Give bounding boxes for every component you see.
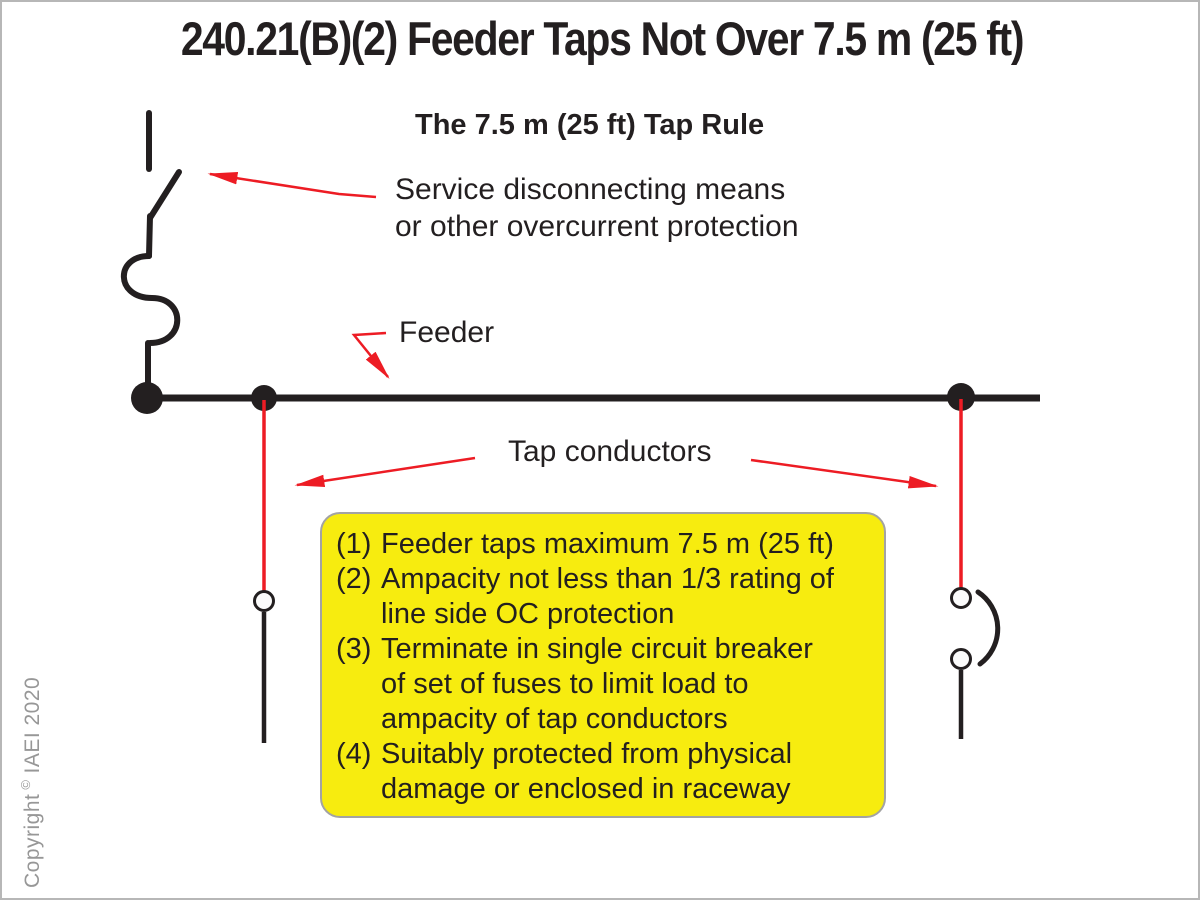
service-disconnect-symbol: [120, 110, 182, 401]
copyright-notice: Copyright © IAEI 2020: [18, 677, 45, 888]
tap-terminal-circle-left: [253, 590, 275, 612]
note-text: Terminate in single circuit breaker: [381, 633, 813, 665]
note-text: Suitably protected from physical: [381, 738, 793, 770]
note-text: Ampacity not less than 1/3 rating of: [381, 563, 834, 595]
disconnect-blade-line: [147, 169, 182, 221]
tap-rule-notes-box: (1) Feeder taps maximum 7.5 m (25 ft) (2…: [320, 512, 886, 818]
note-text: line side OC protection: [381, 598, 675, 630]
note-text: damage or enclosed in raceway: [381, 773, 791, 805]
note-row: (1) Feeder taps maximum 7.5 m (25 ft): [336, 527, 878, 562]
note-number: [336, 667, 381, 702]
note-text: ampacity of tap conductors: [381, 703, 728, 735]
note-number: [336, 597, 381, 632]
service-disconnect-label: Service disconnecting means or other ove…: [395, 173, 799, 243]
switch-arc-right: [975, 589, 1001, 667]
note-number: [336, 702, 381, 737]
copyright-word: Copyright: [21, 793, 44, 888]
service-arrow-icon: [207, 172, 377, 199]
note-number: (2): [336, 563, 372, 595]
note-row: of set of fuses to limit load to: [336, 667, 878, 702]
switch-terminal-circle-top-right: [950, 587, 972, 609]
feeder-label: Feeder: [399, 316, 495, 349]
note-number: (1): [336, 528, 372, 560]
overcurrent-s-curve: [120, 253, 181, 346]
tap-junction-dot-left: [251, 385, 277, 411]
feeder-junction-dot-left: [131, 382, 163, 414]
tap-junction-dot-right: [947, 383, 975, 411]
tap-arrow-right-icon: [750, 458, 939, 489]
diagram-subtitle: The 7.5 m (25 ft) Tap Rule: [415, 109, 765, 141]
diagram-title: 240.21(B)(2) Feeder Taps Not Over 7.5 m …: [180, 12, 1025, 65]
note-row: ampacity of tap conductors: [336, 702, 878, 737]
tap-conductors-label: Tap conductors: [508, 435, 712, 468]
note-number: [336, 772, 381, 807]
note-row: (4) Suitably protected from physical: [336, 737, 878, 772]
note-row: damage or enclosed in raceway: [336, 772, 878, 807]
note-number: (3): [336, 633, 372, 665]
copyright-symbol-icon: ©: [18, 779, 33, 790]
note-row: line side OC protection: [336, 597, 878, 632]
note-row: (3) Terminate in single circuit breaker: [336, 632, 878, 667]
note-text: of set of fuses to limit load to: [381, 668, 749, 700]
note-row: (2) Ampacity not less than 1/3 rating of: [336, 562, 878, 597]
note-text: Feeder taps maximum 7.5 m (25 ft): [381, 528, 834, 560]
disconnect-stem-line: [146, 213, 153, 259]
feeder-arrow-icon: [351, 331, 390, 379]
copyright-rest: IAEI 2020: [21, 676, 44, 774]
tap-arrow-left-icon: [294, 456, 476, 488]
note-number: (4): [336, 738, 372, 770]
switch-terminal-circle-bottom-right: [950, 648, 972, 670]
